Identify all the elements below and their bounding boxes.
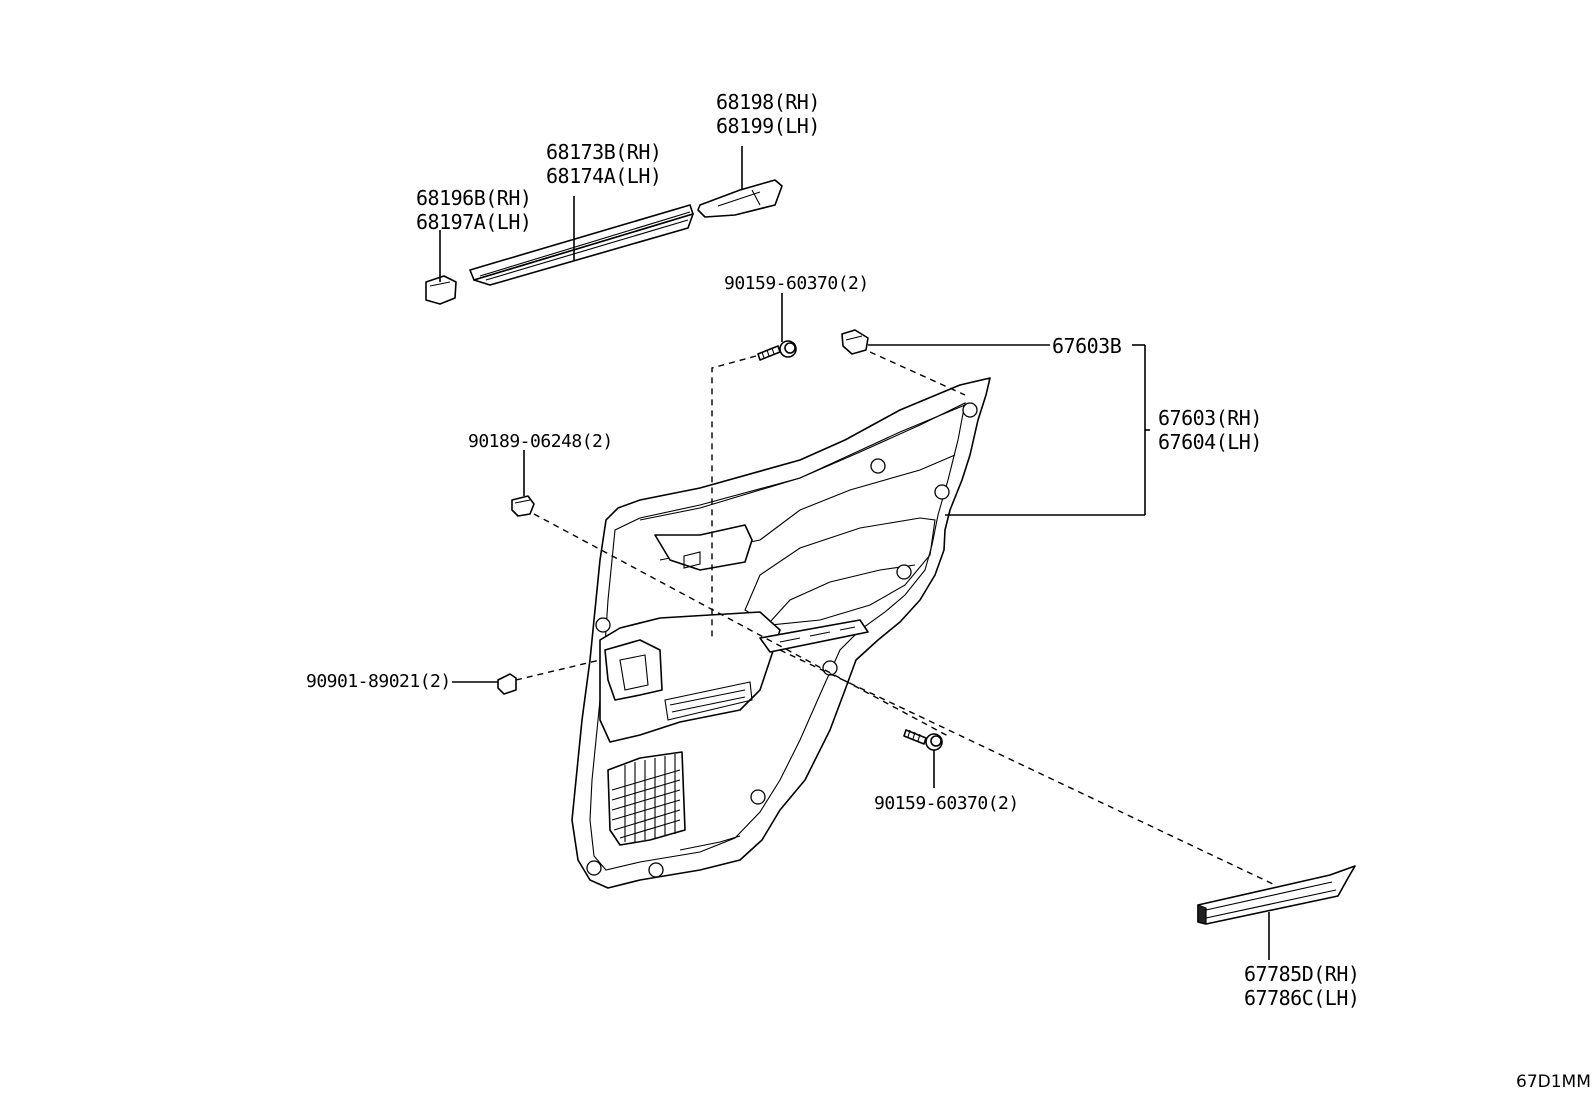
clip-left[interactable] [511, 495, 535, 517]
corner-piece[interactable] [425, 275, 457, 305]
retainer-left[interactable] [497, 673, 517, 695]
diagram-code: 67D1MM [1516, 1072, 1591, 1092]
clip-top[interactable] [841, 329, 869, 355]
belt-moulding[interactable] [469, 204, 694, 286]
screw-top[interactable] [757, 340, 797, 361]
speaker-grille [611, 754, 681, 842]
end-bracket-label: 68198(RH) 68199(LH) [716, 90, 820, 138]
screw-bottom[interactable] [903, 729, 943, 751]
corner-piece-label: 68196B(RH) 68197A(LH) [416, 186, 532, 234]
dashed-install-lines [515, 351, 1276, 886]
clip-top-label: 67603B [1052, 334, 1122, 358]
garnish-label: 67785D(RH) 67786C(LH) [1244, 962, 1360, 1010]
screw-top-label: 90159-60370(2) [724, 273, 869, 294]
door-panel-label: 67603(RH) 67604(LH) [1158, 406, 1262, 454]
end-bracket[interactable] [697, 179, 783, 218]
leader-lines [439, 146, 1270, 960]
clip-left-label: 90189-06248(2) [468, 431, 613, 452]
screw-bottom-label: 90159-60370(2) [874, 793, 1019, 814]
door-trim-panel[interactable] [571, 377, 991, 889]
garnish[interactable] [1197, 865, 1356, 925]
belt-moulding-label: 68173B(RH) 68174A(LH) [546, 140, 662, 188]
retainer-left-label: 90901-89021(2) [306, 671, 451, 692]
